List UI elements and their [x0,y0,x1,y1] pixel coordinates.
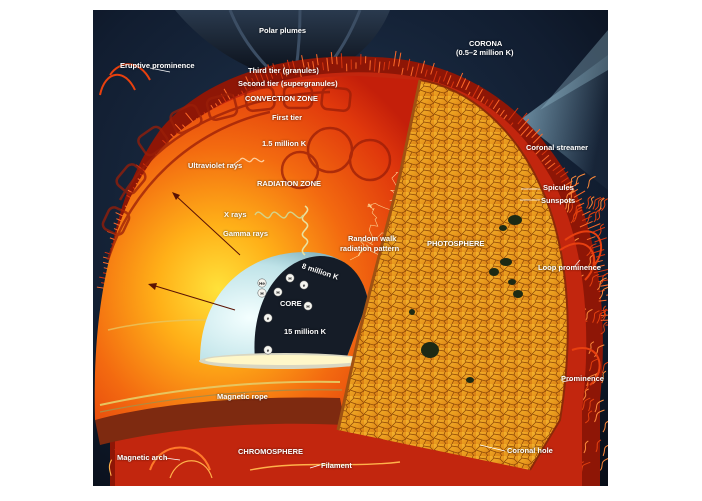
label-filament: Filament [321,462,352,471]
label-convection-zone: CONVECTION ZONE [245,95,318,104]
particle-label: H [288,276,291,281]
particle-label: H [306,304,309,309]
label-x-rays: X rays [224,211,247,220]
label-ultraviolet-rays: Ultraviolet rays [188,162,242,171]
particle-label: He [259,281,265,286]
label-first-tier: First tier [272,114,302,123]
label-sunspots: Sunspots [541,197,575,206]
label-core: CORE [280,300,302,309]
label-third-tier: Third tier (granules) [248,67,319,76]
label-spicules: Spicules [543,184,574,193]
label-magnetic-arch: Magnetic arch [117,454,167,463]
label-prominence: Prominence [561,375,604,384]
label-coronal-hole: Coronal hole [507,447,553,456]
label-corona-temp: (0.5–2 million K) [456,49,514,58]
label-loop-prominence: Loop prominence [538,264,601,273]
particle-label: H [276,290,279,295]
particle-label: H [260,291,263,296]
label-temp-15: 15 million K [284,328,326,337]
label-radiation-pattern: radiation pattern [340,245,399,254]
label-magnetic-rope: Magnetic rope [217,393,268,402]
label-gamma-rays: Gamma rays [223,230,268,239]
label-coronal-streamer: Coronal streamer [526,144,588,153]
label-chromosphere: CHROMOSPHERE [238,448,303,457]
label-photosphere: PHOTOSPHERE [427,240,484,249]
label-second-tier: Second tier (supergranules) [238,80,338,89]
label-temp-1-5: 1.5 million K [262,140,306,149]
label-random-walk: Random walk [348,235,396,244]
label-polar-plumes: Polar plumes [259,27,306,36]
label-radiation-zone: RADIATION ZONE [257,180,321,189]
label-eruptive-prominence: Eruptive prominence [120,62,195,71]
